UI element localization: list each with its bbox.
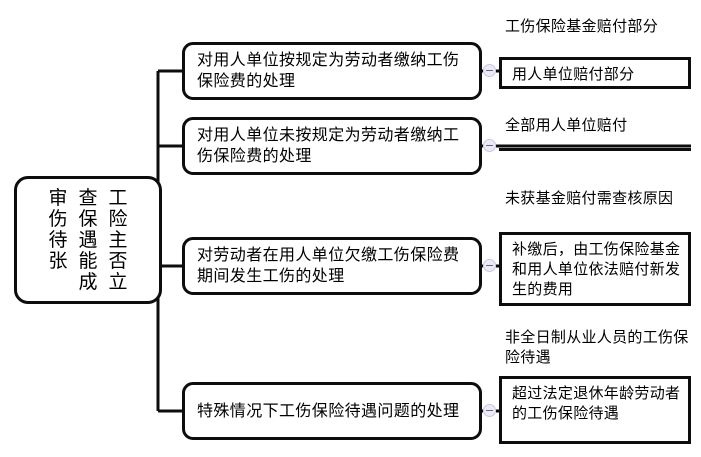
branch-node-1-label: 对用人单位按规定为劳动者缴纳工伤保险费的处理 [197, 50, 460, 90]
root-char: 审 [48, 187, 68, 209]
branch-node-2[interactable]: 对用人单位未按规定为劳动者缴纳工伤保险费的处理 [182, 117, 482, 175]
root-char: 保 [78, 208, 98, 230]
root-node[interactable]: 审 查 工 伤 保 险 待 遇 主 张 能 否 口 成 立 [14, 176, 162, 304]
root-node-label: 审 查 工 伤 保 险 待 遇 主 张 能 否 口 成 立 [43, 188, 133, 292]
collapse-toggle-icon-4[interactable] [483, 404, 496, 417]
root-char: 工 [108, 187, 128, 209]
leaf-node-2[interactable]: 用人单位赔付部分 [499, 57, 691, 89]
root-char: 立 [108, 271, 128, 293]
branch-node-1[interactable]: 对用人单位按规定为劳动者缴纳工伤保险费的处理 [182, 42, 482, 100]
leaf-node-3-underline [499, 148, 691, 151]
root-char: 遇 [78, 229, 98, 251]
root-char: 险 [108, 208, 128, 230]
collapse-toggle-icon-3[interactable] [483, 259, 496, 272]
root-char: 伤 [48, 208, 68, 230]
branch-node-2-label: 对用人单位未按规定为劳动者缴纳工伤保险费的处理 [197, 125, 460, 165]
branch-node-4-label: 特殊情况下工伤保险待遇问题的处理 [197, 400, 460, 420]
root-char: 成 [78, 271, 98, 293]
collapse-toggle-icon-2[interactable] [483, 139, 496, 152]
root-char: 待 [48, 229, 68, 251]
root-char: 查 [78, 187, 98, 209]
collapse-toggle-icon-1[interactable] [483, 64, 496, 77]
leaf-node-4[interactable]: 未获基金赔付需查核原因 [505, 189, 674, 207]
branch-node-3[interactable]: 对劳动者在用人单位欠缴工伤保险费期间发生工伤的处理 [182, 237, 482, 295]
leaf-node-6[interactable]: 非全日制从业人员的工伤保险待遇 [505, 328, 689, 366]
leaf-node-7[interactable]: 超过法定退休年龄劳动者的工伤保险待遇 [499, 376, 691, 444]
branch-node-4[interactable]: 特殊情况下工伤保险待遇问题的处理 [182, 382, 482, 440]
root-char: 主 [108, 229, 128, 251]
root-char: 能 [78, 250, 98, 272]
root-char: 否 [108, 250, 128, 272]
root-char: 张 [48, 250, 68, 272]
leaf-node-1[interactable]: 工伤保险基金赔付部分 [505, 17, 659, 35]
leaf-node-5[interactable]: 补缴后，由工伤保险基金和用人单位依法赔付新发生的费用 [499, 232, 691, 306]
branch-node-3-label: 对劳动者在用人单位欠缴工伤保险费期间发生工伤的处理 [197, 245, 460, 285]
leaf-node-3[interactable]: 全部用人单位赔付 [505, 116, 628, 134]
